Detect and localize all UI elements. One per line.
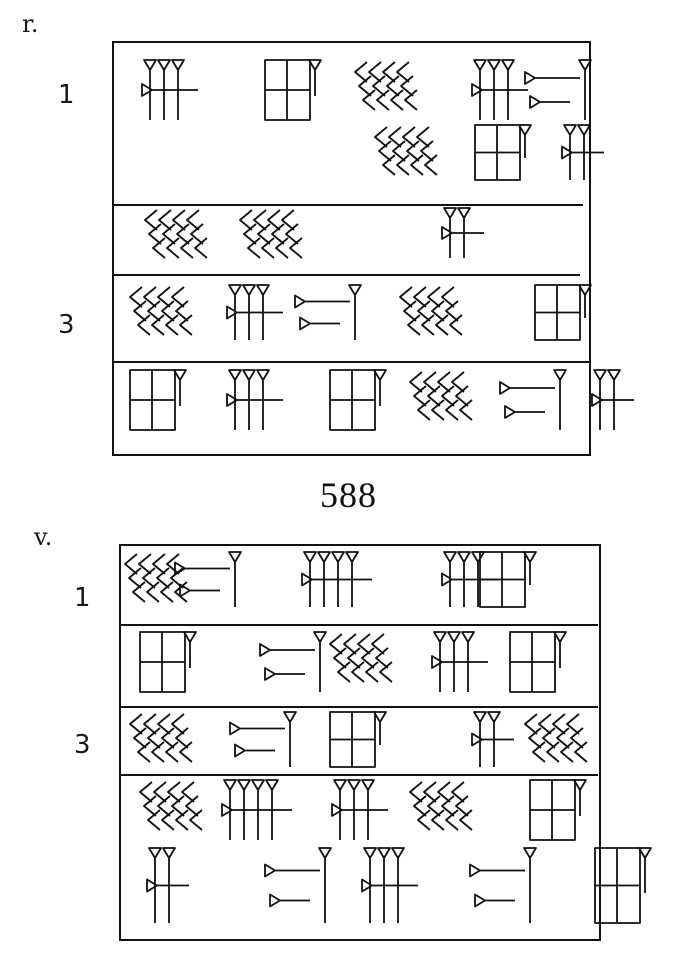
cuneiform-sign <box>499 369 567 430</box>
cuneiform-sign <box>361 847 418 923</box>
cuneiform-sign <box>374 126 438 176</box>
cuneiform-sign <box>264 59 322 121</box>
cuneiform-sign <box>229 711 297 767</box>
cuneiform-sign <box>331 779 388 840</box>
obverse-frame <box>112 41 591 456</box>
cuneiform-sign <box>431 631 488 692</box>
cuneiform-sign <box>474 124 532 181</box>
cuneiform-sign <box>174 551 242 607</box>
cuneiform-sign <box>144 209 208 259</box>
cuneiform-sign <box>226 369 283 430</box>
cuneiform-sign <box>479 551 537 608</box>
reverse-line-number-1: 1 <box>74 583 91 613</box>
reverse-side-label: v. <box>34 523 53 551</box>
cuneiform-sign <box>561 124 604 180</box>
cuneiform-sign <box>529 779 587 841</box>
cuneiform-sign <box>509 631 567 693</box>
cuneiform-sign <box>141 59 198 120</box>
cuneiform-sign <box>264 847 332 923</box>
cuneiform-sign <box>226 284 283 340</box>
reverse-line-number-3: 3 <box>74 730 91 760</box>
cuneiform-sign <box>124 553 188 603</box>
cuneiform-sign <box>239 209 303 259</box>
reverse-frame <box>119 544 601 941</box>
cuneiform-sign <box>294 284 362 340</box>
cuneiform-sign <box>146 847 189 923</box>
cuneiform-sign <box>129 369 187 431</box>
cuneiform-sign <box>139 781 203 831</box>
cuneiform-sign <box>441 551 498 607</box>
cuneiform-sign <box>471 59 528 120</box>
cuneiform-sign <box>301 551 372 607</box>
cuneiform-sign <box>354 61 418 111</box>
cuneiform-sign <box>534 284 592 341</box>
cuneiform-sign <box>129 286 193 336</box>
cuneiform-sign <box>594 847 652 924</box>
obverse-side-label: r. <box>22 10 39 38</box>
cuneiform-sign <box>129 713 193 763</box>
cuneiform-sign <box>399 286 463 336</box>
cuneiform-sign <box>139 631 197 693</box>
cuneiform-sign <box>329 369 387 431</box>
cuneiform-sign <box>259 631 327 692</box>
cuneiform-sign <box>329 633 393 683</box>
cuneiform-sign <box>469 847 537 923</box>
cuneiform-sign <box>329 711 387 768</box>
cuneiform-sign <box>524 59 592 120</box>
obverse-line-number-3: 3 <box>58 310 75 340</box>
cuneiform-sign <box>471 711 514 767</box>
cuneiform-sign <box>221 779 292 840</box>
cuneiform-sign <box>524 713 588 763</box>
cuneiform-sign <box>591 369 634 430</box>
cuneiform-sign <box>441 207 484 258</box>
text-number: 588 <box>320 475 377 515</box>
obverse-line-number-1: 1 <box>58 80 75 110</box>
cuneiform-sign <box>409 781 473 831</box>
cuneiform-sign <box>409 371 473 421</box>
